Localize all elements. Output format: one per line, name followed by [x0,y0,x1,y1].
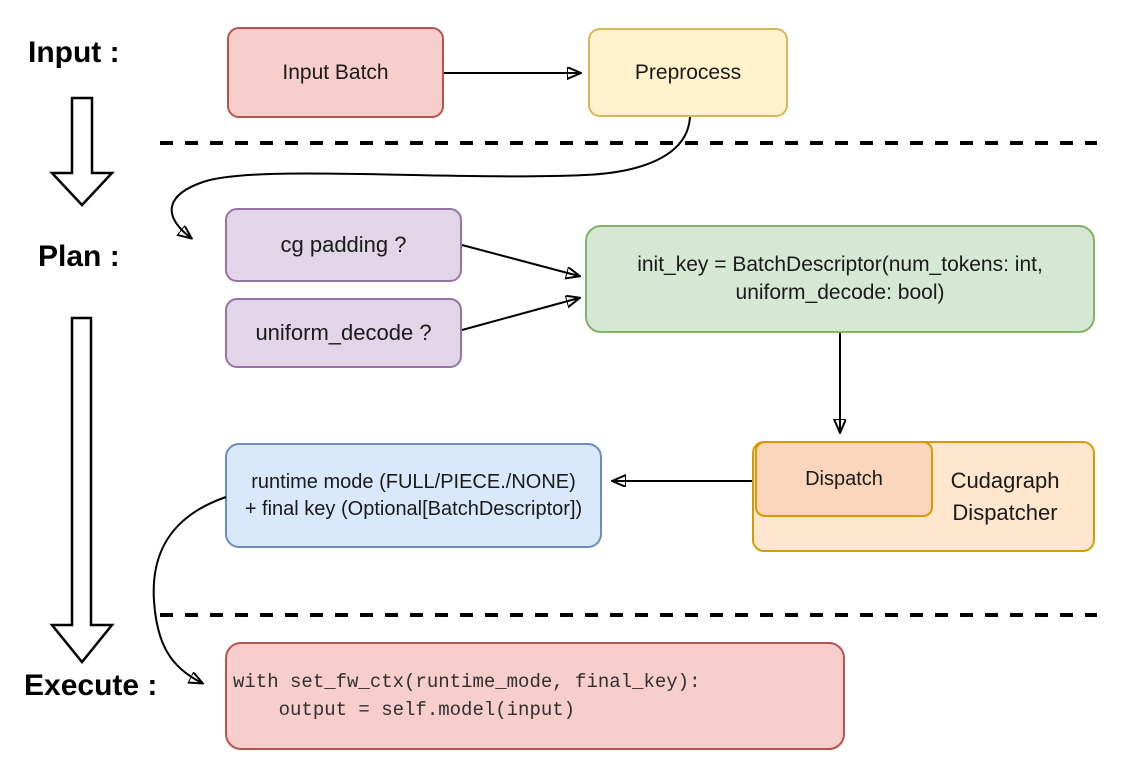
connector-cgpadding-to-initkey [461,244,579,276]
connector-uniformdecode-to-initkey [461,298,579,331]
down-arrow-icon-input-to-plan [49,96,115,207]
connector-runtime-to-executecode [152,496,227,683]
node-uniform-decode-label: uniform_decode ? [255,320,432,346]
stage-label-execute: Execute : [24,669,158,702]
node-init-key-line1: init_key = BatchDescriptor(num_tokens: i… [637,253,1043,277]
node-dispatch-label: Dispatch [805,467,883,490]
node-preprocess: Preprocess [588,28,788,117]
node-uniform-decode: uniform_decode ? [225,298,462,368]
execute-code-line2: output = self.model(input) [233,699,576,721]
node-init-key-line2: uniform_decode: bool) [735,281,945,304]
node-input-batch: Input Batch [227,27,444,118]
node-runtime-result: runtime mode (FULL/PIECE./NONE) + final … [225,443,602,548]
stage-label-plan: Plan : [38,240,120,273]
cudagraph-label-line1: Cudagraph [950,467,1060,493]
node-dispatch: Dispatch [755,441,933,517]
node-cg-padding-label: cg padding ? [280,232,407,258]
stage-label-input: Input : [28,36,120,69]
down-arrow-icon-plan-to-execute [49,316,115,664]
node-runtime-line1: runtime mode (FULL/PIECE./NONE) [251,471,576,494]
cudagraph-dispatcher-label: Cudagraph Dispatcher [921,443,1089,550]
node-execute-code: with set_fw_ctx(runtime_mode, final_key)… [225,642,845,750]
node-input-batch-label: Input Batch [282,60,389,84]
node-runtime-line2: + final key (Optional[BatchDescriptor]) [244,497,583,520]
node-preprocess-label: Preprocess [634,60,742,84]
node-cg-padding: cg padding ? [225,208,462,282]
cudagraph-label-line2: Dispatcher [952,499,1058,525]
node-init-key: init_key = BatchDescriptor(num_tokens: i… [585,225,1095,333]
execute-code-line1: with set_fw_ctx(runtime_mode, final_key)… [233,671,701,693]
